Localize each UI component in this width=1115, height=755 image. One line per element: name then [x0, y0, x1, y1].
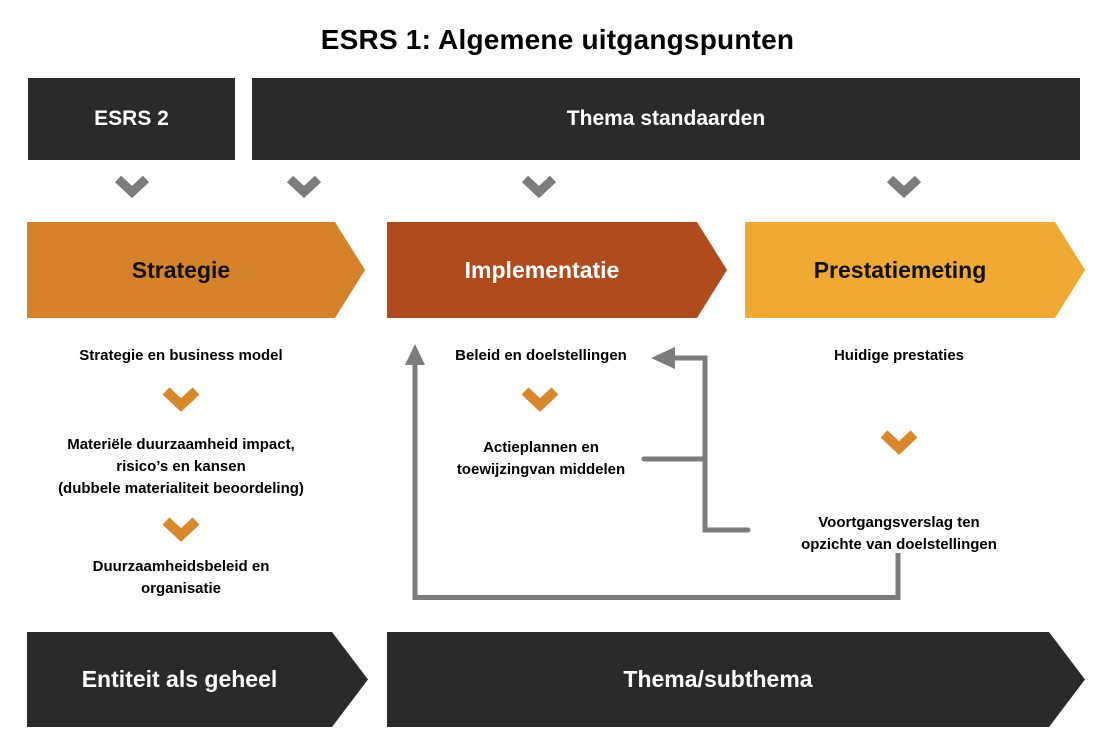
prestatiemeting-step-voortgangsverslag-line1: Voortgangsverslag ten	[818, 514, 980, 531]
chevron-down-icon	[162, 387, 200, 412]
strategie-step-beleid-organisatie-line1: Duurzaamheidsbeleid en	[92, 558, 270, 575]
esrs2-box-label: ESRS 2	[94, 107, 169, 130]
phase-arrow-strategie-label: Strategie	[131, 256, 231, 283]
implementatie-step-actieplannen: Actieplannen en toewijzingvan middelen	[361, 437, 721, 481]
phase-arrow-implementatie-label: Implementatie	[464, 256, 620, 283]
strategie-step-materialiteit: Materiële duurzaamheid impact, risico’s …	[1, 434, 361, 500]
phase-arrow-prestatiemeting-label: Prestatiemeting	[813, 256, 987, 283]
strategie-step-materialiteit-line3: (dubbele materialiteit beoordeling)	[58, 480, 304, 497]
feedback-line-inner	[671, 355, 751, 533]
arrow-left-icon	[651, 347, 675, 369]
chevron-down-icon	[521, 176, 557, 199]
strategie-step-business-model: Strategie en business model	[79, 347, 283, 364]
feedback-line-outer	[412, 363, 901, 600]
esrs2-box: ESRS 2	[28, 78, 235, 160]
prestatiemeting-step-voortgangsverslag-line2: opzichte van doelstellingen	[801, 536, 997, 553]
page-title: ESRS 1: Algemene uitgangspunten	[320, 24, 795, 55]
chevron-down-icon	[521, 387, 559, 412]
strategie-step-beleid-organisatie-line2: organisatie	[140, 580, 222, 597]
strategie-step-materialiteit-line2: risico’s en kansen	[116, 458, 246, 475]
implementatie-step-beleid-doelstellingen: Beleid en doelstellingen	[455, 347, 627, 364]
arrow-up-icon	[405, 344, 425, 365]
thema-standaarden-box: Thema standaarden	[252, 78, 1080, 160]
scope-arrow-entiteit: Entiteit als geheel	[27, 632, 368, 727]
phase-arrow-prestatiemeting: Prestatiemeting	[745, 222, 1085, 318]
chevron-down-icon	[162, 517, 200, 542]
scope-arrow-entiteit-label: Entiteit als geheel	[81, 666, 278, 692]
strategie-step-beleid-organisatie: Duurzaamheidsbeleid en organisatie	[1, 556, 361, 600]
chevron-down-icon	[114, 176, 150, 199]
chevron-down-icon	[886, 176, 922, 199]
scope-arrow-thema-subthema: Thema/subthema	[387, 632, 1085, 727]
prestatiemeting-step-huidige-prestaties: Huidige prestaties	[833, 347, 965, 364]
thema-standaarden-box-label: Thema standaarden	[566, 107, 766, 130]
chevron-down-icon	[286, 176, 322, 199]
phase-arrow-strategie: Strategie	[27, 222, 365, 318]
implementatie-step-actieplannen-line1: Actieplannen en	[483, 439, 599, 456]
chevron-down-icon	[880, 430, 918, 455]
implementatie-step-actieplannen-line2: toewijzingvan middelen	[456, 461, 626, 478]
phase-arrow-implementatie: Implementatie	[387, 222, 727, 318]
scope-arrow-thema-subthema-label: Thema/subthema	[623, 666, 813, 692]
prestatiemeting-step-voortgangsverslag: Voortgangsverslag ten opzichte van doels…	[719, 512, 1079, 556]
strategie-step-materialiteit-line1: Materiële duurzaamheid impact,	[67, 436, 295, 453]
